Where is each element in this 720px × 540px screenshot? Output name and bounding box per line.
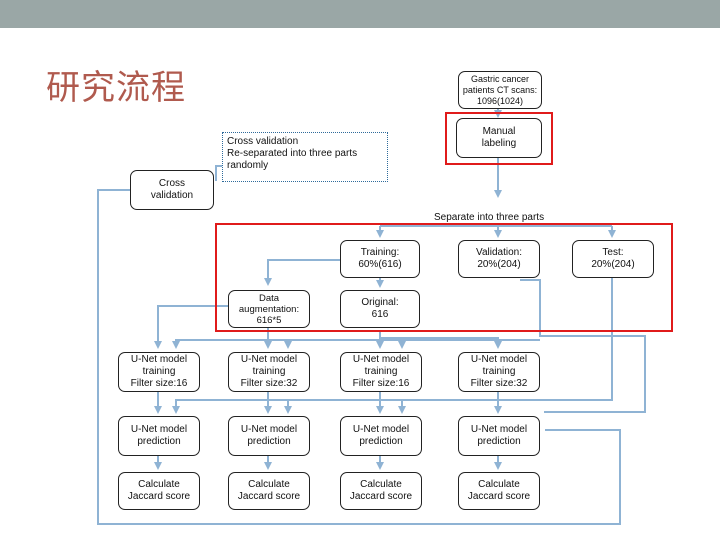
prediction-box-4: U-Net model prediction: [458, 416, 540, 456]
prediction-box-3: U-Net model prediction: [340, 416, 422, 456]
training-box-3: U-Net model training Filter size:16: [340, 352, 422, 392]
cross-validation-note: Cross validation Re-separated into three…: [222, 132, 388, 182]
validation-node: Validation: 20%(204): [458, 240, 540, 278]
prediction-box-2: U-Net model prediction: [228, 416, 310, 456]
score-box-3: Calculate Jaccard score: [340, 472, 422, 510]
test-bus: [172, 399, 612, 414]
manual-labeling-node: Manual labeling: [456, 118, 542, 158]
labeling-highlight: [445, 112, 553, 165]
loop-left-line: [97, 189, 621, 525]
training-node: Training: 60%(616): [340, 240, 420, 278]
top-bar: [0, 0, 720, 28]
score-box-1: Calculate Jaccard score: [118, 472, 200, 510]
original-node: Original: 616: [340, 290, 420, 328]
test-node: Test: 20%(204): [572, 240, 654, 278]
training-box-1: U-Net model training Filter size:16: [118, 352, 200, 392]
aug-to-train1: [154, 305, 228, 349]
arrow-training-augmentation: [264, 259, 340, 286]
training-box-4: U-Net model training Filter size:32: [458, 352, 540, 392]
validation-bus: [175, 339, 540, 344]
orig-bus: [379, 330, 502, 349]
patients-node: Gastric cancer patients CT scans: 1096(1…: [458, 71, 542, 109]
training-box-2: U-Net model training Filter size:32: [228, 352, 310, 392]
cross-validation-node: Cross validation: [130, 170, 214, 210]
validation-down: [520, 279, 646, 413]
split-highlight: [215, 223, 673, 332]
prediction-box-1: U-Net model prediction: [118, 416, 200, 456]
separate-label: Separate into three parts: [432, 212, 547, 223]
score-box-2: Calculate Jaccard score: [228, 472, 310, 510]
score-box-4: Calculate Jaccard score: [458, 472, 540, 510]
slide-title: 研究流程: [46, 68, 186, 108]
data-augmentation-node: Data augmentation: 616*5: [228, 290, 310, 328]
